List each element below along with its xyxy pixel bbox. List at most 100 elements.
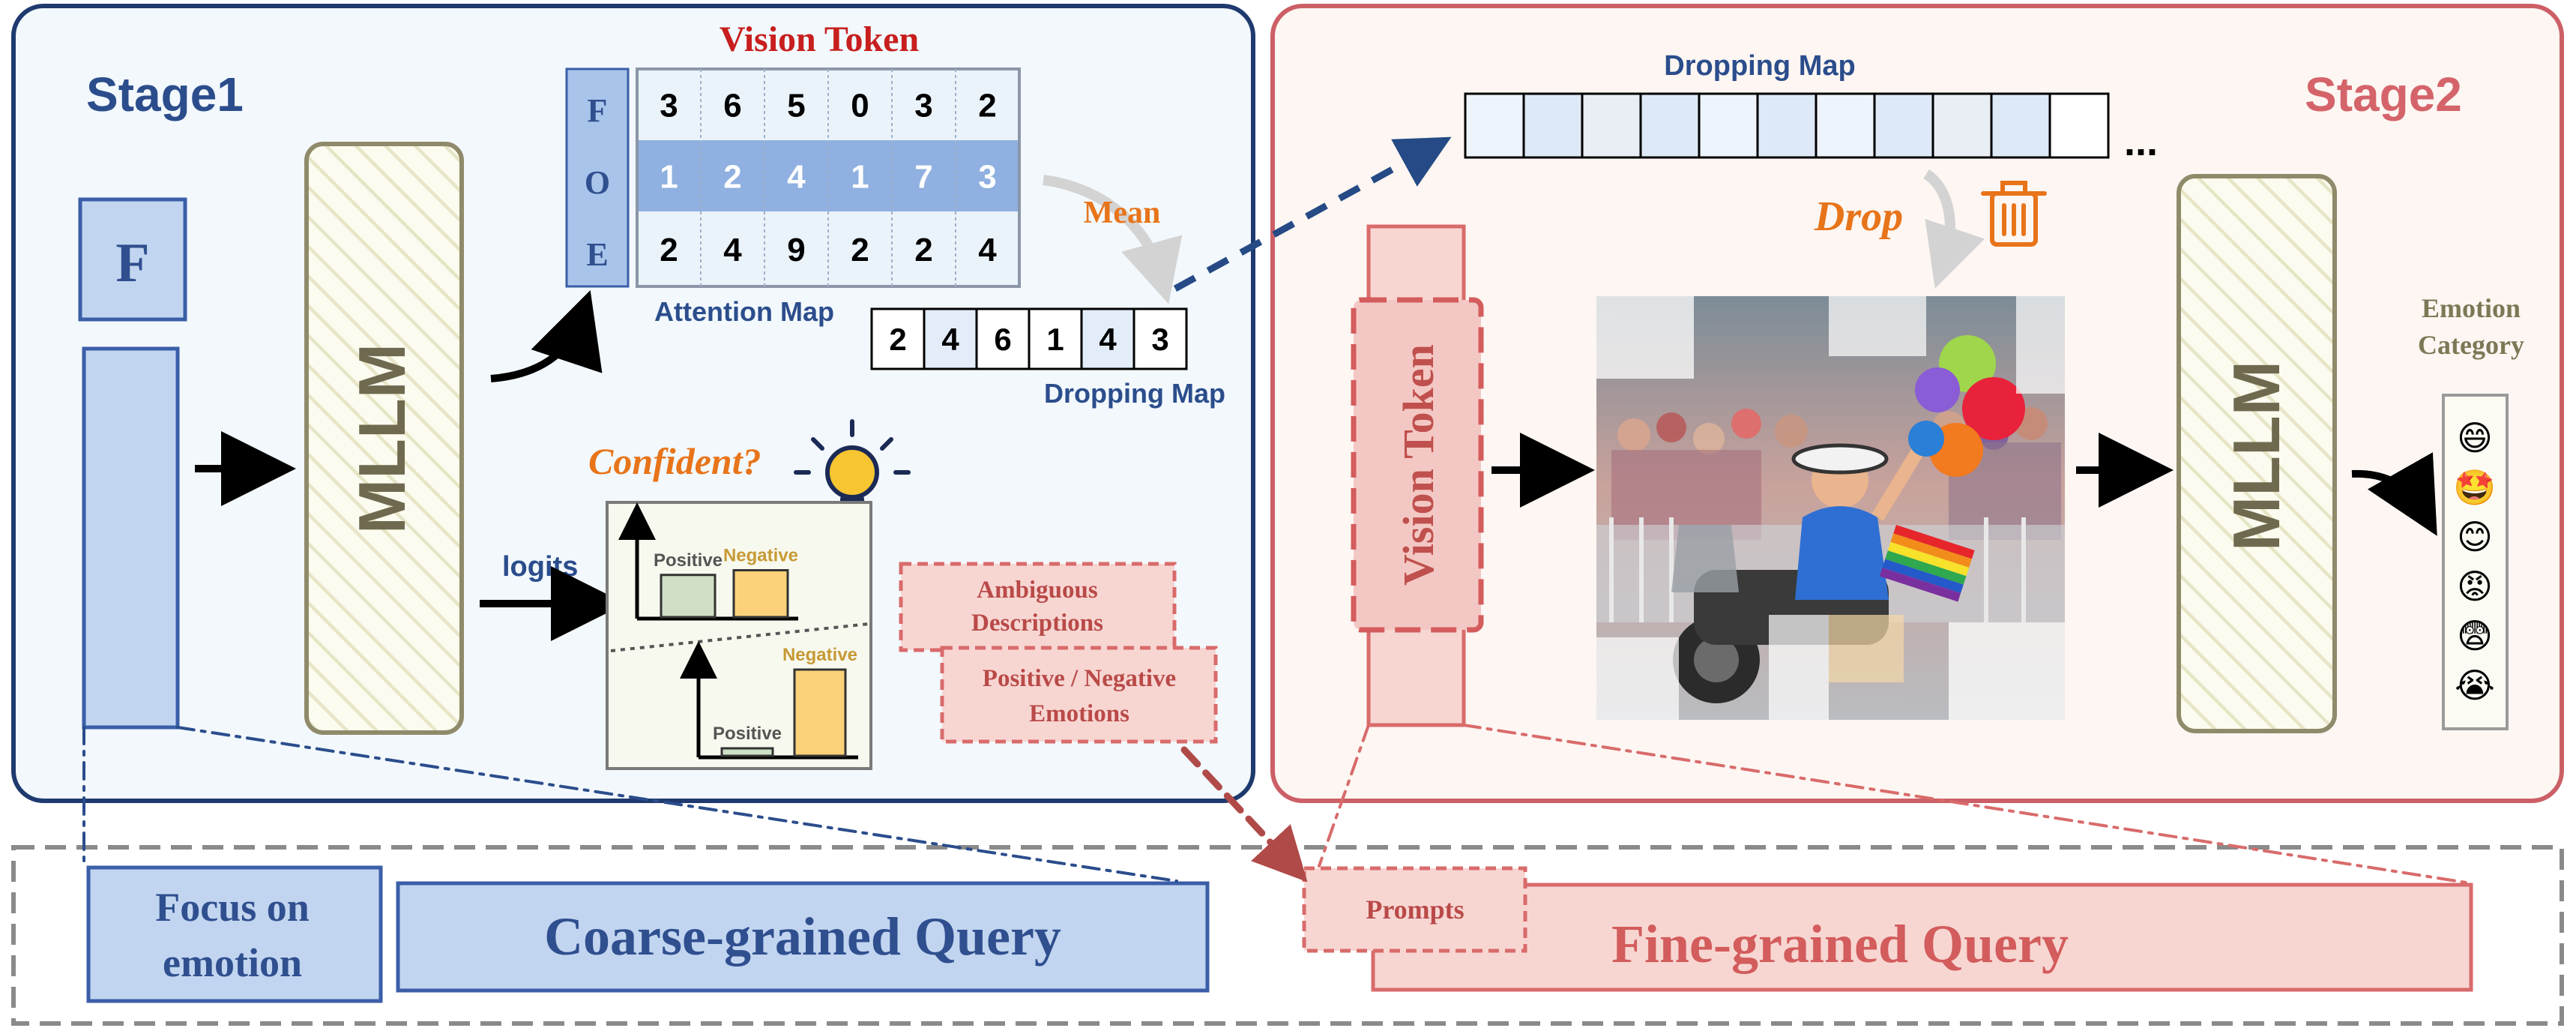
attention-cell: 1 (851, 159, 869, 196)
mllm-block-2 (2177, 174, 2337, 733)
attention-cell: 3 (978, 159, 996, 196)
parade-image (1596, 296, 2065, 720)
chart-top: Positive Negative (618, 502, 798, 621)
dropping-map-cell (870, 307, 926, 370)
stage2-dropping-map-cell (1873, 92, 1934, 159)
stage2-dropping-map-cell (1815, 92, 1876, 159)
attention-map-label: Attention Map (654, 296, 834, 327)
star-struck-emoji-icon: 🤩 (2453, 467, 2496, 508)
attention-cell: 7 (914, 159, 932, 196)
row-label-strip (565, 67, 630, 288)
chart-top-positive-bar (660, 574, 717, 619)
arrow-mllm2-to-emotions (2351, 452, 2437, 536)
dropping-map-ellipsis: ... (2124, 119, 2158, 164)
focus-on-emotion-box (86, 865, 383, 1003)
attention-cell: 2 (723, 159, 741, 196)
attention-cell: 5 (787, 88, 805, 124)
chart-top-positive-label: Positive (654, 550, 723, 571)
lightbulb-icon (794, 419, 911, 511)
connector-vision-right (1462, 724, 2473, 885)
chart-bottom-positive-bar (720, 747, 774, 757)
chart-bottom-positive-label: Positive (713, 724, 782, 744)
dropping-map-cell (1080, 307, 1135, 370)
ambiguous-label-line1: Ambiguous (977, 577, 1098, 604)
stage2-dropping-map-cell (1990, 92, 2051, 159)
coarse-query-box (396, 881, 1210, 993)
query-token-column (82, 346, 180, 730)
stage2-dropping-map (1464, 92, 2110, 159)
connector-column-right (176, 726, 1178, 883)
attention-cell: 4 (723, 232, 742, 268)
crying-emoji-icon: 😭 (2455, 665, 2495, 706)
mllm-label-1: MLLM (345, 343, 419, 534)
confident-label: Confident? (588, 440, 761, 482)
prompts-box (1302, 866, 1527, 953)
chart-bottom-negative-label: Negative (782, 645, 857, 665)
row-label-f: F (588, 92, 608, 129)
posneg-label-line1: Positive / Negative (983, 665, 1176, 692)
ambiguous-descriptions-box (899, 562, 1177, 652)
logits-label: logits (502, 551, 578, 583)
attention-cell: 6 (723, 88, 741, 124)
feature-label: F (115, 232, 149, 294)
arrow-drop (1922, 169, 1985, 289)
arrow-dropping-map-transfer (1173, 136, 1452, 292)
stage2-dropping-map-cell (1639, 92, 1701, 159)
attention-row-o (637, 140, 1019, 211)
posneg-emotions-box (940, 646, 1218, 744)
attention-cell: 2 (660, 232, 678, 268)
dropping-map-value: 3 (1151, 322, 1168, 357)
row-label-e: E (586, 236, 608, 273)
row-label-o: O (585, 164, 610, 201)
posneg-label-line2: Emotions (1029, 700, 1129, 727)
attention-cell: 1 (660, 159, 678, 196)
ambiguous-label-line2: Descriptions (971, 610, 1103, 637)
mllm-label-2: MLLM (2219, 361, 2293, 551)
stage2-dropping-map-label: Dropping Map (1664, 50, 1855, 82)
fine-query-label: Fine-grained Query (1611, 914, 2069, 974)
stage2-dropping-map-cell (1698, 92, 1759, 159)
stage2-title: Stage2 (2305, 67, 2462, 121)
vision-token-label: Vision Token (1394, 344, 1443, 586)
dropping-map-value: 4 (1099, 322, 1117, 357)
stage2-dropping-map-cell (1522, 92, 1584, 159)
trash-icon (1981, 181, 2047, 247)
smile-emoji-icon: 😊 (2457, 517, 2493, 557)
chart-top-negative-label: Negative (723, 546, 798, 566)
vision-token-title: Vision Token (720, 19, 919, 59)
chart-bottom: Positive Negative (680, 641, 858, 760)
attention-cell: 4 (978, 232, 997, 268)
stage2-dropping-map-cell (1931, 92, 1993, 159)
chart-top-negative-bar (732, 569, 789, 619)
attention-cell: 3 (660, 88, 678, 124)
dropping-map-value: 1 (1046, 322, 1064, 357)
coarse-query-label: Coarse-grained Query (544, 907, 1061, 967)
prompts-label: Prompts (1366, 895, 1464, 925)
arrow-mean (1043, 175, 1183, 304)
stage2-dropping-map-cell (2048, 92, 2110, 159)
stage1-title: Stage1 (86, 67, 244, 121)
feature-box (78, 197, 187, 322)
chart-divider (610, 622, 870, 652)
stage2-dropping-map-cell (1756, 92, 1818, 159)
attention-cell: 0 (851, 88, 869, 124)
drop-label: Drop (1814, 193, 1903, 240)
focus-line2: emotion (163, 940, 302, 985)
arrow-mllm-to-attention (490, 290, 603, 382)
vision-token-front (1351, 297, 1484, 633)
attention-cell: 2 (851, 232, 869, 268)
attention-cell: 2 (914, 232, 932, 268)
dropping-map-value: 2 (889, 322, 906, 357)
connector-vision-left (1318, 724, 1370, 868)
stage2-dropping-map-cell (1581, 92, 1642, 159)
arrow-prompts (1180, 746, 1308, 883)
attention-cell: 9 (787, 232, 805, 268)
dropping-map-cell (1132, 307, 1188, 370)
fearful-emoji-icon: 😨 (2457, 616, 2493, 656)
emotion-category-panel (2442, 394, 2509, 730)
stage2-dropping-map-cell (1464, 92, 1525, 159)
stage1-dropping-map-label: Dropping Map (1044, 378, 1225, 409)
